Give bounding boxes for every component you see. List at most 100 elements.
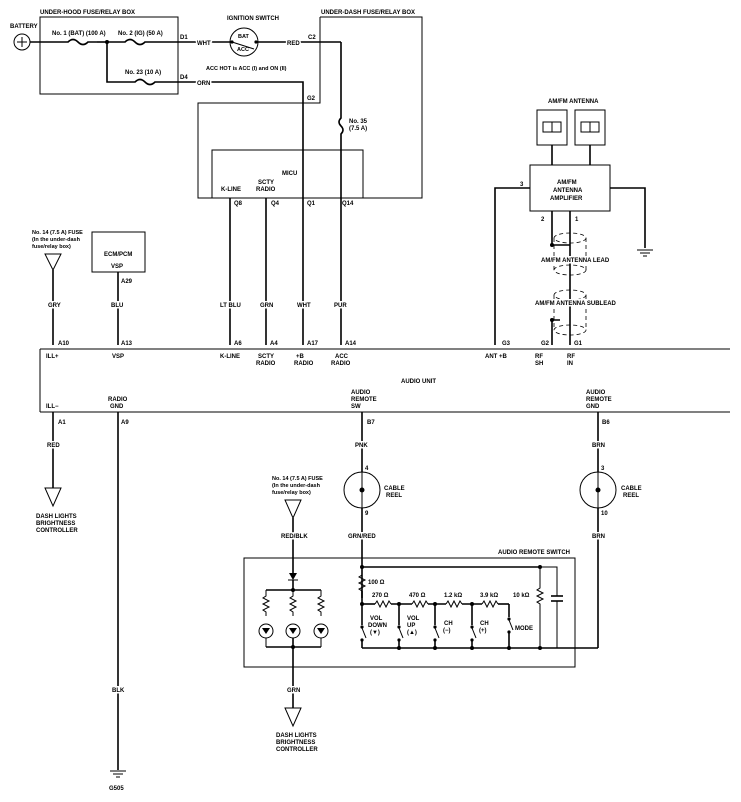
amp-label-1: AM/FM	[557, 180, 577, 186]
cable-reel-right: 3 10 CABLE REEL	[579, 466, 642, 517]
term-vsp: VSP	[112, 354, 124, 360]
underhood-fuse-box: UNDER-HOOD FUSE/RELAY BOX No. 1 (BAT) (1…	[39, 10, 179, 95]
wire-brn-label-2: BRN	[592, 534, 605, 540]
fuse-2	[107, 38, 178, 46]
ignition-switch: IGNITION SWITCH BAT ACC ACC HOT is ACC (…	[206, 16, 287, 72]
reel-right-label-1: CABLE	[621, 486, 642, 492]
term-rf-sh-1: RF	[535, 354, 543, 360]
pin-a14: A14	[345, 341, 357, 347]
ign-acc-label: ACC	[237, 47, 249, 53]
term-scty: SCTY	[258, 354, 274, 360]
pin-a17: A17	[307, 341, 319, 347]
wire-red-label-2: RED	[47, 443, 60, 449]
resistor-100	[357, 574, 367, 592]
am-fm-antenna: AM/FM ANTENNA	[536, 99, 606, 165]
r10k-label: 10 kΩ	[513, 593, 530, 599]
battery-label: BATTERY	[10, 24, 38, 30]
switch-mode: MODE	[507, 604, 533, 648]
led-resistor-3	[316, 590, 326, 616]
wire-brn-label: BRN	[592, 443, 605, 449]
wire-wht-label-2: WHT	[297, 303, 311, 309]
pin-q1: Q1	[307, 201, 316, 207]
dash-controller-bottom: DASH LIGHTS BRIGHTNESS CONTROLLER	[276, 707, 318, 753]
amp-pin-1: 1	[575, 217, 579, 223]
pin-a9: A9	[121, 420, 129, 426]
amp-pin-3: 3	[520, 182, 524, 188]
term-acc-radio: RADIO	[331, 361, 351, 367]
fuse-23-label: No. 23 (10 A)	[125, 70, 161, 76]
vol-up-label-2: UP	[407, 623, 415, 629]
term-kline: K-LINE	[220, 354, 240, 360]
term-ars-3: SW	[351, 404, 361, 410]
dash-ctrl-left-3: CONTROLLER	[36, 528, 78, 534]
r3900-label: 3.9 kΩ	[480, 593, 498, 599]
pin-d1: D1	[180, 35, 188, 41]
underhood-box-label: UNDER-HOOD FUSE/RELAY BOX	[40, 10, 135, 16]
term-radio-gnd-1: RADIO	[108, 397, 128, 403]
underdash-fuse-box: UNDER-DASH FUSE/RELAY BOX C2 G2 No. 35 (…	[197, 10, 423, 345]
remote-switch-label: AUDIO REMOTE SWITCH	[498, 550, 570, 556]
antenna-label: AM/FM ANTENNA	[548, 99, 599, 105]
dash-ctrl-left-2: BRIGHTNESS	[36, 521, 75, 527]
dash-controller-left: DASH LIGHTS BRIGHTNESS CONTROLLER	[36, 487, 78, 534]
wire-gry-label: GRY	[48, 303, 61, 309]
fuse14-left-a: No. 14 (7.5 A) FUSE	[32, 230, 83, 236]
dash-ctrl-bot-1: DASH LIGHTS	[276, 733, 317, 739]
battery: BATTERY	[10, 24, 38, 51]
term-ars-2: REMOTE	[351, 397, 377, 403]
switch-vol-up: VOL UP (▲)	[397, 604, 420, 648]
r1200-label: 1.2 kΩ	[444, 593, 462, 599]
resistor-470	[411, 599, 429, 609]
term-rf-in-2: IN	[567, 361, 573, 367]
term-radio-gnd-2: GND	[110, 404, 124, 410]
term-acc: ACC	[335, 354, 349, 360]
wire-pnk-label: PNK	[355, 443, 368, 449]
wire-grn-label-2: GRN	[287, 688, 300, 694]
pin-q4: Q4	[271, 201, 280, 207]
reel-right-pin-3: 3	[601, 466, 605, 472]
pin-q8: Q8	[234, 201, 243, 207]
switch-vol-down: VOL DOWN (▼)	[360, 604, 387, 648]
antenna-sublead-label: AM/FM ANTENNA SUBLEAD	[535, 301, 617, 307]
wire-pur-label: PUR	[334, 303, 347, 309]
term-rf-sh-2: SH	[535, 361, 543, 367]
resistor-1200	[445, 599, 463, 609]
g505-label: G505	[109, 786, 124, 792]
wire-redblk-label: RED/BLK	[281, 534, 308, 540]
r270-label: 270 Ω	[372, 593, 389, 599]
pin-d4: D4	[180, 75, 188, 81]
fuse-1	[62, 38, 97, 46]
wire-grn-label: GRN	[260, 303, 273, 309]
pin-a10: A10	[58, 341, 70, 347]
ch-minus-label-2: (−)	[443, 628, 451, 634]
fuse-35	[338, 42, 344, 345]
pin-a6: A6	[234, 341, 242, 347]
term-scty-radio: RADIO	[256, 361, 276, 367]
fuse-35-label-a: No. 35	[349, 119, 368, 125]
ch-plus-label-1: CH	[480, 621, 489, 627]
fuse-1-label: No. 1 (BAT) (100 A)	[52, 31, 106, 37]
reel-right-pin-10: 10	[601, 511, 608, 517]
cable-reel-left: 4 9 CABLE REEL	[343, 466, 405, 517]
reel-left-label-1: CABLE	[384, 486, 405, 492]
wire-orn-label: ORN	[197, 81, 210, 87]
ign-bat-label: BAT	[238, 34, 250, 40]
resistor-3900	[481, 599, 499, 609]
fuse14-mid-a: No. 14 (7.5 A) FUSE	[272, 476, 323, 482]
antenna-amplifier: AM/FM ANTENNA AMPLIFIER	[529, 164, 611, 212]
term-arg-3: GND	[586, 404, 600, 410]
reel-left-label-2: REEL	[386, 493, 402, 499]
illumination-leds	[258, 573, 329, 708]
audio-remote-switch-box: AUDIO REMOTE SWITCH	[243, 550, 576, 668]
ch-minus-label-1: CH	[444, 621, 453, 627]
fuse14-left-c: fuse/relay box)	[32, 244, 71, 250]
pin-b6: B6	[602, 420, 610, 426]
wire-blk-label: BLK	[112, 688, 125, 694]
pin-a4: A4	[270, 341, 278, 347]
micu-scty-label: SCTY	[258, 180, 274, 186]
pin-g3: G3	[502, 341, 511, 347]
term-b: +B	[296, 354, 305, 360]
resistor-10k	[535, 567, 545, 648]
reel-left-pin-4: 4	[365, 466, 369, 472]
